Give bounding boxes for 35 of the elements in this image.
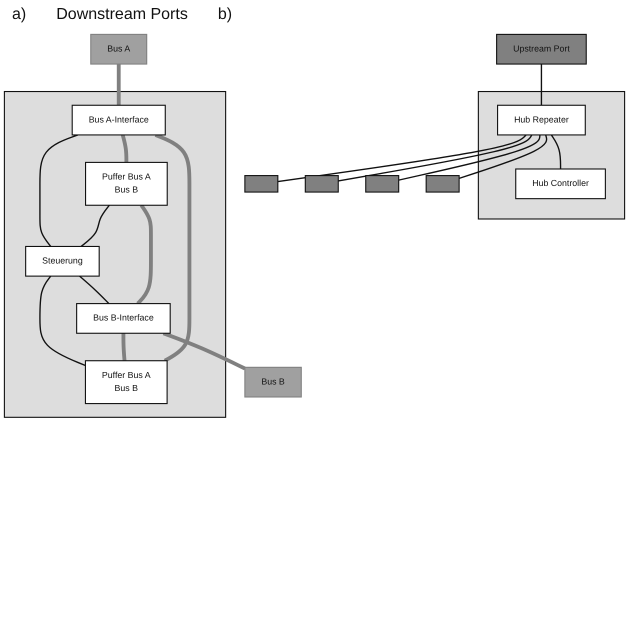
connector (398, 134, 541, 181)
cluster (4, 90, 226, 418)
connector (540, 64, 542, 106)
connector (122, 333, 126, 361)
node-box: Hub Repeater (497, 104, 586, 136)
node-bar (365, 175, 400, 193)
connector (278, 134, 527, 182)
connector (550, 134, 562, 169)
node-box: Bus B-Interface (76, 303, 171, 334)
node-box: Bus A (90, 34, 148, 65)
node-box: Hub Controller (515, 168, 606, 200)
node-bar (244, 175, 278, 193)
connector (120, 134, 128, 162)
node-bar (304, 175, 339, 193)
node-box: Puffer Bus A Bus B (85, 162, 168, 206)
connector (136, 204, 153, 305)
connector (39, 134, 78, 247)
node-bar (426, 175, 460, 193)
panel-label: a) (12, 6, 26, 24)
node-box: Upstream Port (496, 34, 587, 65)
panel-label: Downstream Ports (56, 6, 188, 24)
connector (79, 276, 110, 304)
node-box: Bus B (244, 366, 302, 398)
node-box: Bus A-Interface (72, 104, 166, 136)
panel-label: b) (218, 6, 232, 24)
connector (162, 331, 246, 370)
connector (116, 64, 121, 106)
connector (154, 133, 192, 362)
connector (458, 134, 548, 180)
connector (338, 134, 532, 182)
node-box: Puffer Bus A Bus B (84, 360, 168, 404)
connector (39, 276, 86, 366)
node-box: Steuerung (25, 246, 100, 277)
connector (80, 204, 110, 247)
cluster (478, 90, 626, 220)
